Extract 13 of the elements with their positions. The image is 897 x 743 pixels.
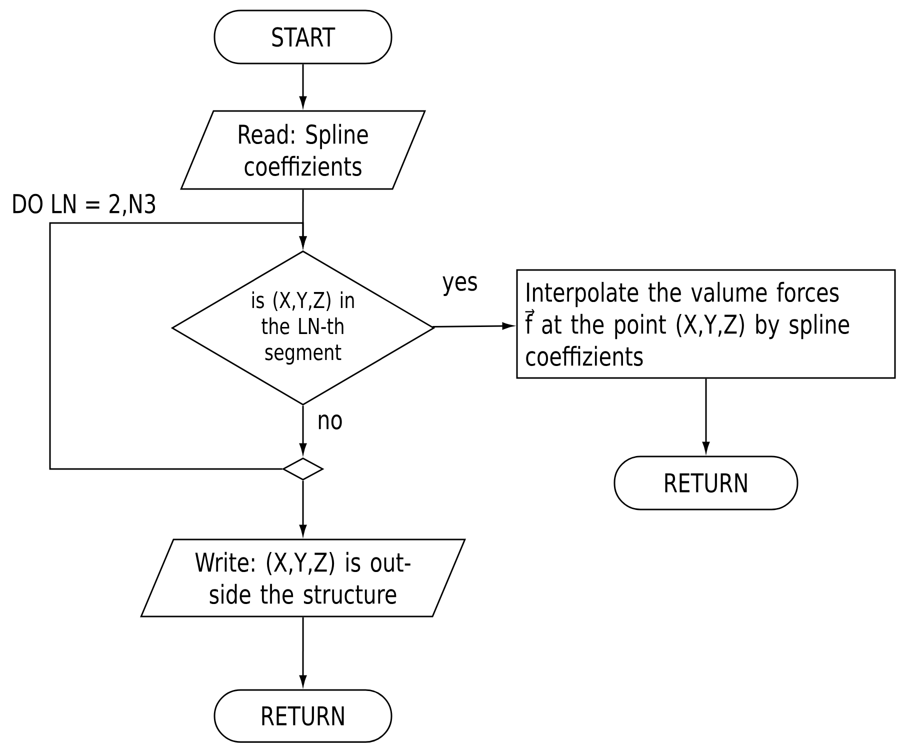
process-box: Interpolate the valume forces f⃗ at the point (X,Y,Z) by spline coeffizients bbox=[516, 269, 896, 379]
edge-label: DO LN = 2,N3 bbox=[10, 192, 158, 218]
input-output-box: Read: Spline coeffizients bbox=[180, 110, 426, 190]
arrow bbox=[299, 480, 307, 536]
edge-label: yes bbox=[441, 275, 479, 297]
arrow bbox=[432, 322, 513, 330]
arrow bbox=[299, 617, 307, 686]
arrow bbox=[702, 378, 710, 452]
arrow bbox=[49, 222, 307, 470]
input-output-box: Write: (X,Y,Z) is out- side the structure bbox=[140, 538, 466, 618]
edge-label: no bbox=[316, 414, 344, 430]
arrow bbox=[299, 406, 307, 454]
arrow bbox=[299, 64, 307, 107]
